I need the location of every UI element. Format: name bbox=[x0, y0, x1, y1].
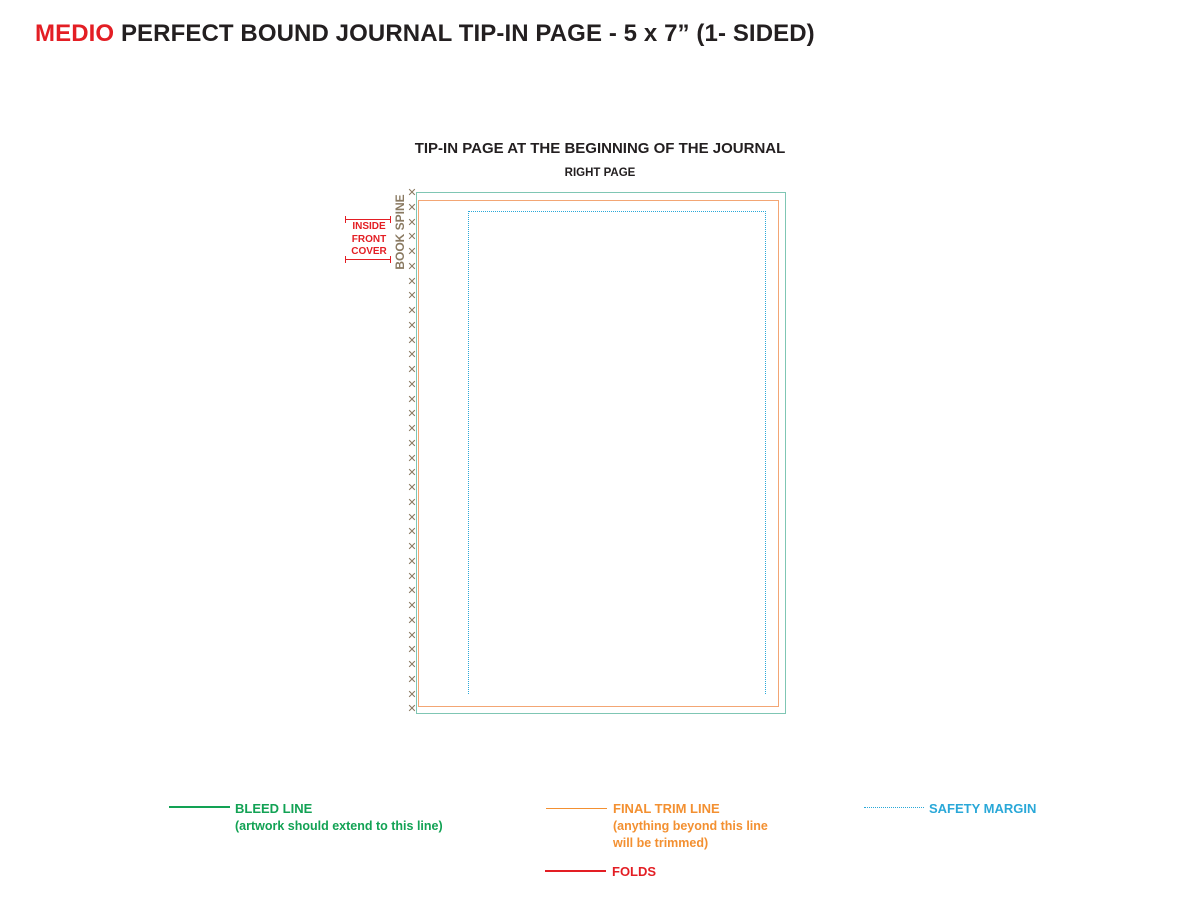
spine-mark: ✕ bbox=[407, 467, 417, 480]
spine-mark: ✕ bbox=[407, 305, 417, 317]
spine-mark: ✕ bbox=[407, 437, 417, 450]
spine-mark: ✕ bbox=[407, 423, 417, 435]
page-label: RIGHT PAGE bbox=[564, 167, 636, 179]
cover-label-line: INSIDE bbox=[352, 221, 386, 232]
safety-legend-label: SAFETY MARGIN bbox=[929, 801, 1037, 816]
spine-mark: ✕ bbox=[407, 688, 417, 701]
spine-mark: ✕ bbox=[407, 393, 417, 406]
brand-name: MEDIO bbox=[35, 20, 115, 47]
spine-mark: ✕ bbox=[407, 319, 417, 332]
cover-label-line: COVER bbox=[351, 246, 387, 257]
spine-mark: ✕ bbox=[407, 187, 417, 199]
spine-mark: ✕ bbox=[407, 216, 417, 229]
spine-mark: ✕ bbox=[407, 452, 417, 465]
folds-legend-label: FOLDS bbox=[612, 864, 657, 879]
cover-dimension-bottom bbox=[345, 256, 391, 263]
page-title: MEDIO PERFECT BOUND JOURNAL TIP-IN PAGE … bbox=[35, 20, 815, 48]
spine-mark: ✕ bbox=[407, 496, 417, 509]
bleed-legend-swatch bbox=[169, 806, 230, 808]
spine-mark: ✕ bbox=[407, 260, 417, 273]
spine-mark: ✕ bbox=[407, 659, 417, 671]
spine-mark: ✕ bbox=[407, 275, 417, 288]
spine-mark: ✕ bbox=[407, 614, 417, 627]
spine-mark: ✕ bbox=[407, 290, 417, 303]
spine-mark: ✕ bbox=[407, 334, 417, 347]
inside-front-cover-label: INSIDE FRONT COVER bbox=[345, 221, 393, 259]
spine-mark: ✕ bbox=[407, 673, 417, 686]
bleed-line-box bbox=[416, 192, 786, 714]
spine-mark: ✕ bbox=[407, 246, 417, 258]
book-spine-label: BOOK SPINE bbox=[393, 194, 407, 270]
bleed-legend-note: (artwork should extend to this line) bbox=[235, 819, 443, 833]
spine-mark: ✕ bbox=[407, 585, 417, 598]
spine-mark: ✕ bbox=[407, 570, 417, 583]
title-text: PERFECT BOUND JOURNAL TIP-IN PAGE - 5 x … bbox=[114, 20, 815, 47]
spine-fold-marks: ✕ ✕ ✕ ✕ ✕ ✕ ✕ ✕ ✕ ✕ ✕ ✕ ✕ ✕ ✕ ✕ ✕ ✕ ✕ ✕ ✕ ✕ ✕ ✕ ✕ ✕ ✕ ✕ ✕ ✕ ✕ ✕ ✕ ✕ ✕ ✕ bbox=[406, 186, 418, 716]
spine-mark: ✕ bbox=[407, 555, 417, 568]
trim-legend-note: (anything beyond this line will be trimm… bbox=[613, 818, 768, 852]
folds-legend-swatch bbox=[545, 870, 606, 872]
spine-mark: ✕ bbox=[407, 408, 417, 421]
spine-mark: ✕ bbox=[407, 629, 417, 642]
cover-label-line: FRONT bbox=[351, 233, 387, 245]
diagram-heading: TIP-IN PAGE AT THE BEGINNING OF THE JOUR… bbox=[414, 140, 786, 157]
spine-mark: ✕ bbox=[407, 703, 417, 716]
spine-mark: ✕ bbox=[407, 526, 417, 539]
trim-note-line: will be trimmed) bbox=[613, 836, 709, 850]
spine-mark: ✕ bbox=[407, 201, 417, 214]
spine-mark: ✕ bbox=[407, 364, 417, 376]
spine-mark: ✕ bbox=[407, 231, 417, 244]
cover-dimension-top bbox=[345, 216, 391, 223]
spine-mark: ✕ bbox=[407, 600, 417, 612]
spine-mark: ✕ bbox=[407, 378, 417, 391]
trim-note-line: (anything beyond this line bbox=[613, 819, 768, 833]
safety-legend-swatch bbox=[864, 807, 924, 808]
trim-legend-swatch bbox=[546, 808, 607, 809]
trim-legend-label: FINAL TRIM LINE bbox=[613, 801, 720, 816]
safety-margin-box bbox=[468, 211, 766, 694]
bleed-legend-label: BLEED LINE bbox=[235, 801, 313, 816]
spine-mark: ✕ bbox=[407, 511, 417, 524]
spine-mark: ✕ bbox=[407, 541, 417, 553]
spine-mark: ✕ bbox=[407, 482, 417, 494]
spine-mark: ✕ bbox=[407, 349, 417, 362]
trim-line-box bbox=[418, 200, 779, 707]
spine-mark: ✕ bbox=[407, 644, 417, 657]
